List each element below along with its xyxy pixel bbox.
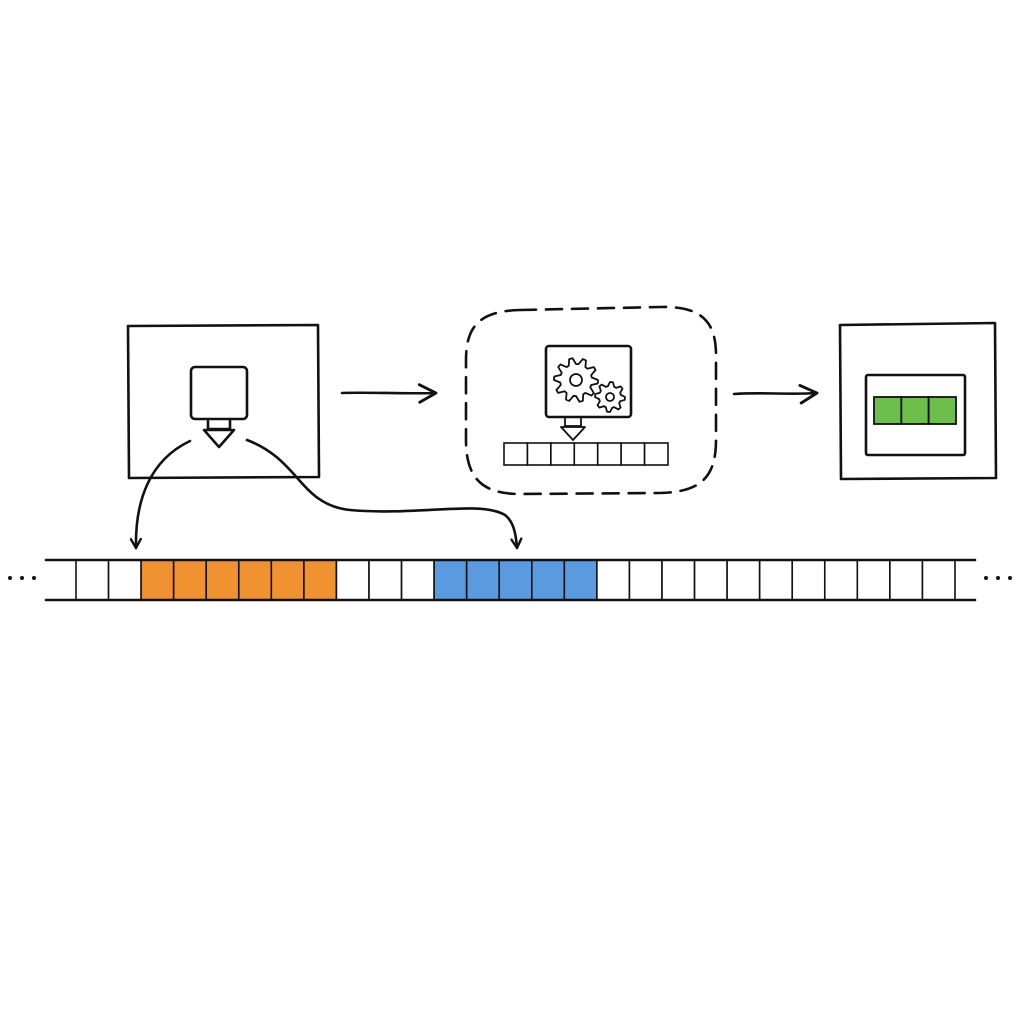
tape-cell-blue — [433, 559, 468, 601]
result-cell — [927, 396, 957, 425]
tape-continues-left — [8, 576, 36, 580]
large-gear-hub — [569, 373, 583, 387]
tape-cell-orange — [205, 559, 240, 601]
tape-cell — [368, 559, 403, 601]
tape-cell — [693, 559, 728, 601]
mini-tape-cell — [573, 442, 599, 466]
tape-cell — [628, 559, 663, 601]
tape-cell — [889, 559, 924, 601]
tape-continues-right — [984, 576, 1012, 580]
tape-cell-blue — [530, 559, 566, 601]
mini-tape-cell — [503, 442, 529, 466]
tape-cell-orange — [270, 559, 305, 601]
read-write-head-icon — [189, 365, 249, 449]
tape-cell-blue — [498, 559, 533, 601]
tape-cell — [921, 559, 956, 601]
mini-tape — [503, 442, 669, 466]
memory-tape — [8, 558, 1012, 602]
tape-cell — [823, 559, 859, 601]
mini-tape-cell — [620, 442, 646, 466]
mini-tape-cell — [550, 442, 576, 466]
tape-cell — [726, 559, 761, 601]
flow-arrow-1 — [340, 383, 438, 404]
tape-cell — [856, 559, 891, 601]
gears-icon — [544, 344, 633, 419]
processor-head-icon — [560, 416, 586, 441]
tape-cell-orange — [303, 559, 338, 601]
flow-arrow-2 — [732, 384, 819, 405]
mini-tape-cell — [596, 442, 622, 466]
tape-cell — [758, 559, 794, 601]
read-arrow — [136, 439, 192, 550]
output-stage-frame — [838, 321, 998, 481]
result-cell — [900, 396, 930, 425]
head-stage-frame — [126, 323, 321, 480]
head-stage — [126, 323, 321, 480]
result-panel-icon — [864, 373, 967, 457]
processing-boundary — [464, 305, 718, 496]
tape-cell — [661, 559, 696, 601]
tape-cell-blue — [563, 559, 598, 601]
tape-cell — [75, 559, 110, 601]
tape-cell-blue — [465, 559, 501, 601]
small-gear-hub — [605, 392, 615, 402]
tape-cell — [107, 559, 142, 601]
tape-cell-orange — [172, 559, 208, 601]
output-stage — [838, 321, 998, 481]
result-cell — [873, 396, 903, 425]
tape-cell — [335, 559, 370, 601]
tape-cell-orange — [237, 559, 273, 601]
tape-cell-orange — [140, 559, 175, 601]
processing-stage — [464, 305, 718, 496]
mini-tape-cell — [526, 442, 552, 466]
tape-cell — [791, 559, 826, 601]
write-arrow — [245, 438, 517, 550]
mini-tape-cell — [643, 442, 669, 466]
tape-cell — [596, 559, 631, 601]
tape-cell — [400, 559, 435, 601]
